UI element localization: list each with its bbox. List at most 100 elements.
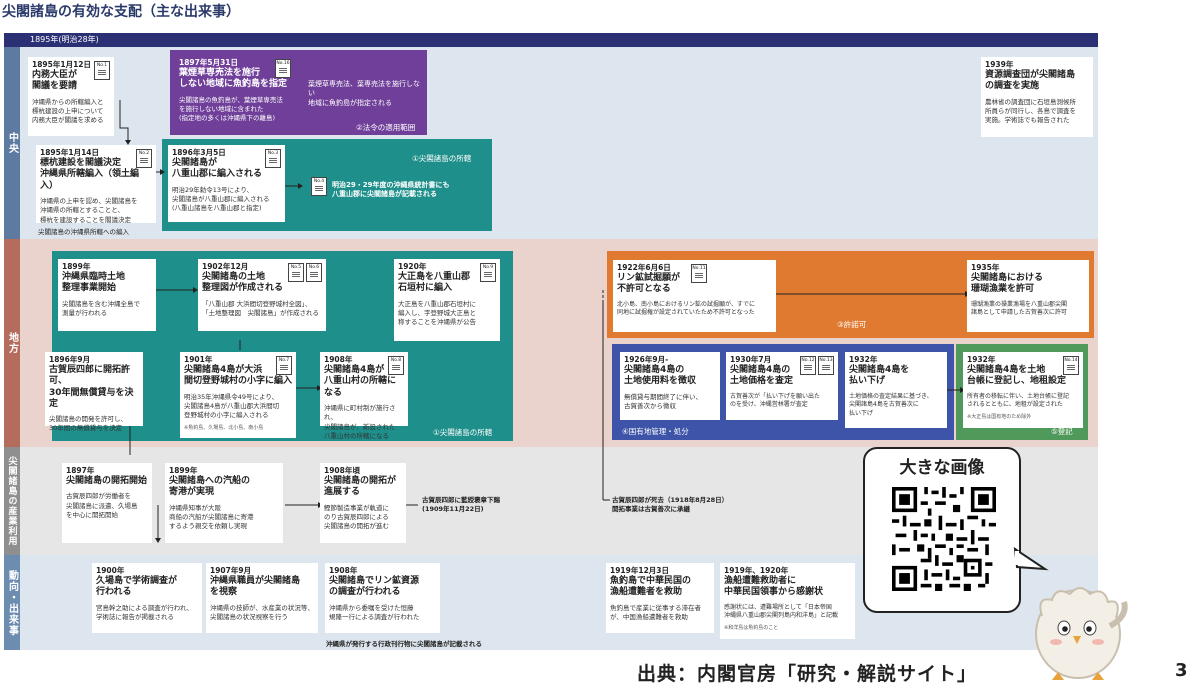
card-heading: リン鉱試掘願が 不許可となる bbox=[617, 273, 681, 295]
card-date: 1922年6月6日 bbox=[617, 263, 671, 272]
card-1896-yaeyama: 1896年3月5日 尖閣諸島が 八重山郡に編入される 明治29年勅令13号により… bbox=[168, 145, 285, 222]
document-icon: No.11 bbox=[691, 264, 707, 283]
card-body: 珊瑚漁業の操業漁場を八重山郡尖閣 諸島として申請した古賀善次に許可 bbox=[971, 300, 1068, 317]
card-body: 魚釣島で産業に従事する滞在者 が、中国漁船遭難者を救助 bbox=[610, 603, 701, 621]
year-bar-label: 1895年(明治28年) bbox=[30, 35, 99, 44]
document-icon: No.14 bbox=[1063, 356, 1079, 375]
qr-code-icon[interactable] bbox=[892, 487, 996, 591]
qr-callout[interactable]: 大きな画像 bbox=[863, 447, 1049, 613]
group-territory1-label: ①尖閣諸島の所轄 bbox=[412, 154, 472, 163]
document-icon: No.2 bbox=[136, 149, 152, 168]
card-1920-taisho: 1920年 大正島を八重山郡 石垣村に編入 大正島を八重山郡石垣村に 編入し、字… bbox=[394, 259, 500, 341]
card-body: 大正島を八重山郡石垣村に 編入し、字登野城大正島と 称することを沖縄県が公告 bbox=[398, 299, 476, 327]
card-heading: 尖閣諸島の土地 整理図が作成される bbox=[202, 272, 284, 294]
card-date: 1926年9月- bbox=[624, 355, 669, 364]
card-date: 1908年 bbox=[324, 355, 353, 364]
card-1897-tobacco: 1897年5月31日 葉煙草専売法を施行 しない地域に魚釣島を指定 尖閣諸島の魚… bbox=[175, 55, 293, 133]
document-icon: No.6 bbox=[306, 263, 322, 282]
card-date: 1930年7月 bbox=[730, 355, 772, 364]
group-permit-label: ③許諾可 bbox=[837, 320, 867, 329]
card-footnote: ※和洋島は魚釣島のこと bbox=[724, 624, 779, 631]
card-heading: 魚釣島で中華民国の 漁船遭難者を救助 bbox=[610, 576, 692, 598]
card-heading: 尖閣諸島4島が大浜 間切登野城村の小字に編入 bbox=[184, 365, 293, 387]
source-credit: 出典：内閣官房「研究・解説サイト」 bbox=[637, 663, 978, 685]
card-date: 1899年 bbox=[169, 466, 198, 475]
document-icon: No.7 bbox=[276, 356, 292, 375]
central-note: 尖閣諸島の沖縄県所轄への編入 bbox=[38, 228, 129, 236]
group-law-label: ②法令の適用範囲 bbox=[356, 123, 416, 132]
card-1919-rescue: 1919年12月3日 魚釣島で中華民国の 漁船遭難者を救助 魚釣島で産業に従事す… bbox=[606, 563, 714, 633]
card-heading: 古賀辰四郎に開拓許可、 30年間無償貸与を決定 bbox=[49, 365, 134, 409]
card-heading: 尖閣諸島の開拓開始 bbox=[66, 476, 148, 486]
badge-label: No.13 bbox=[819, 358, 833, 363]
card-heading: 尖閣諸島4島を土地 台帳に登記し、地租設定 bbox=[967, 365, 1067, 387]
band-local-label: 地方 bbox=[4, 239, 20, 447]
card-body: 沖縄県の技師が、水産業の状況等、 尖閣諸島の状況視察を行う bbox=[210, 603, 314, 621]
card-body: 明治29年勅令13号により、 尖閣諸島が八重山郡に編入される (八重山諸島を八重… bbox=[172, 185, 270, 213]
badge-label: No.12 bbox=[801, 358, 815, 363]
callout-tail-icon bbox=[1013, 546, 1049, 571]
group-state-land-label: ④国有地管理・処分 bbox=[622, 427, 689, 436]
card-date: 1907年9月 bbox=[210, 566, 252, 575]
card-1902-map: 1902年12月 尖閣諸島の土地 整理図が作成される 「八重山郡 大浜間切登野城… bbox=[198, 259, 326, 331]
koga-honor-note: 古賀辰四郎に藍綬褒章下賜 (1909年11月22日) bbox=[422, 496, 500, 514]
badge-label: No.6 bbox=[308, 265, 320, 270]
card-1930-appraisal: 1930年7月 尖閣諸島4島の 土地価格を査定 古賀善次が「払い下げを願い出た … bbox=[726, 352, 838, 420]
koga-death-note: 古賀辰四郎が死去（1918年8月28日） 開拓事業は古賀善次に承継 bbox=[612, 496, 729, 514]
badge-label: No.16 bbox=[276, 61, 290, 66]
card-heading: 尖閣諸島が 八重山郡に編入される bbox=[172, 158, 263, 180]
card-1907-inspection: 1907年9月 沖縄県職員が尖閣諸島 を視察 沖縄県の技師が、水産業の状況等、 … bbox=[206, 563, 318, 633]
card-heading: 沖縄県職員が尖閣諸島 を視察 bbox=[210, 576, 301, 598]
card-date: 1920年 bbox=[398, 262, 427, 271]
card-1932-sale: 1932年 尖閣諸島4島を 払い下げ 土地価格の査定結果に基づき、 尖閣諸島4島… bbox=[845, 352, 947, 428]
card-body: 沖縄県からの所轄編入と 標杭建設の上申について 内務大臣が閣議を求める bbox=[32, 97, 104, 125]
document-icon: No.12 bbox=[800, 356, 816, 375]
card-date: 1900年 bbox=[96, 566, 125, 575]
purple-note: 葉煙草専売法、葉専売法を施行しない 地域に魚釣島が指定される bbox=[308, 80, 420, 107]
card-1895-cabinet-decision: 1895年1月14日 標杭建設を閣議決定 沖縄県所轄編入（領土編入） 沖縄県の上… bbox=[36, 145, 156, 224]
card-date: 1908年 bbox=[329, 566, 358, 575]
card-body: 「八重山郡 大浜間切登野城村全図」、 「土地整理図 尖閣諸島」が作成される bbox=[202, 299, 319, 317]
band-industry-label: 尖閣諸島の産業利用 bbox=[4, 447, 20, 555]
card-1908-yaeyama-village: 1908年 尖閣諸島4島が 八重山村の所轄になる 沖縄県に町村制が施行され、 尖… bbox=[320, 352, 408, 440]
card-body: 古賀善次が「払い下げを願い出た のを受け、沖縄営林署が査定 bbox=[730, 392, 821, 409]
card-date: 1919年12月3日 bbox=[610, 566, 670, 575]
card-body: 尖閣諸島の魚釣島が、葉煙草専売法 を施行しない地域に含まれた (指定地の多くは沖… bbox=[179, 95, 283, 123]
card-heading: 葉煙草専売法を施行 しない地域に魚釣島を指定 bbox=[179, 68, 288, 90]
card-heading: 尖閣諸島の開拓が 進展する bbox=[324, 476, 397, 498]
card-date: 1901年 bbox=[184, 355, 213, 364]
card-heading: 尖閣諸島への汽船の 寄港が実現 bbox=[169, 476, 251, 498]
document-icon: No.4 bbox=[311, 177, 327, 196]
card-date: 1897年 bbox=[66, 466, 95, 475]
card-heading: 大正島を八重山郡 石垣村に編入 bbox=[398, 272, 471, 294]
card-1896-koga: 1896年9月 古賀辰四郎に開拓許可、 30年間無償貸与を決定 尖閣諸島の開発を… bbox=[45, 352, 143, 432]
qr-title: 大きな画像 bbox=[899, 458, 985, 478]
card-1899-land: 1899年 沖縄県臨時土地 整理事業開始 尖閣諸島を含む沖縄全島で 測量が行われ… bbox=[58, 259, 156, 331]
card-date: 1897年5月31日 bbox=[179, 58, 239, 67]
card-heading: 尖閣諸島4島が 八重山村の所轄になる bbox=[324, 365, 397, 398]
owl-mascot-icon bbox=[1035, 587, 1128, 680]
no4-note: 明治29・29年度の沖縄県統計書にも 八重山郡に尖閣諸島が記載される bbox=[332, 181, 450, 199]
card-body: 農林省の調査団に石垣島測候所 所員らが同行し、各島で調査を 実施。学術誌でも報告… bbox=[985, 97, 1076, 125]
card-heading: 尖閣諸島4島の 土地使用料を徴収 bbox=[624, 365, 697, 387]
document-icon: No.13 bbox=[818, 356, 834, 375]
badge-label: No.2 bbox=[138, 151, 150, 156]
badge-label: No.3 bbox=[267, 151, 279, 156]
card-body: 宮島幹之助による調査が行われ、 学術誌に報告が掲載される bbox=[96, 603, 194, 621]
group-registry-label: ⑤登記 bbox=[1051, 427, 1073, 436]
card-date: 1895年1月14日 bbox=[40, 148, 100, 157]
card-heading: 尖閣諸島4島を 払い下げ bbox=[849, 365, 910, 387]
card-1901-subdivision: 1901年 尖閣諸島4島が大浜 間切登野城村の小字に編入 明治35年沖縄県令49… bbox=[180, 352, 296, 438]
card-date: 1932年 bbox=[849, 355, 878, 364]
document-icon: No.5 bbox=[288, 263, 304, 282]
badge-label: No.7 bbox=[278, 358, 290, 363]
card-date: 1899年 bbox=[62, 262, 91, 271]
card-heading: 資源調査団が尖閣諸島 の調査を実施 bbox=[985, 70, 1076, 92]
card-1908-progress: 1908年頃 尖閣諸島の開拓が 進展する 鰹節製造事業が軌道に のり古賀辰四郎に… bbox=[320, 463, 406, 543]
badge-label: No.14 bbox=[1064, 358, 1078, 363]
card-heading: 尖閣諸島でリン鉱資源 の調査が行われる bbox=[329, 576, 420, 598]
card-body: 鰹節製造事業が軌道に のり古賀辰四郎による 尖閣諸島の開拓が進む bbox=[324, 503, 389, 531]
card-body: 北小島、南小島におけるリン鉱の試掘願が、すでに 同地に試掘権が設定されていたため… bbox=[617, 300, 755, 317]
page-title: 尖閣諸島の有効な支配（主な出来事） bbox=[2, 4, 240, 20]
card-date: 1902年12月 bbox=[202, 262, 249, 271]
